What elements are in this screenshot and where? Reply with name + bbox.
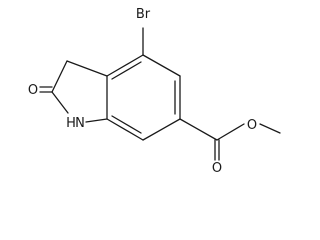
bond-c4-c5 [142,54,181,77]
bond-c6-ester-c [179,118,218,141]
molecule-structure: Br O H N O O [28,7,281,176]
ester-ether-oxygen-label: O [247,118,257,133]
bromine-label: Br [136,7,151,22]
ester-carbonyl-oxygen-label: O [212,161,222,176]
carbonyl-oxygen-label: O [28,83,38,98]
ring-nitrogen-label: N [75,116,85,131]
bond-c2-n1 [51,91,69,114]
lactam-carbonyl [39,86,53,93]
bond-c3-c2 [51,60,68,93]
bond-c6-c7 [142,118,181,141]
bond-c3a-c4 [106,54,144,77]
bond-n1-c7a [85,118,108,123]
lactam-ring [51,60,108,123]
bond-c3a-c3 [66,60,108,77]
bond-ester-c-o-single [216,123,245,141]
ring-hydrogen-label: H [66,116,76,131]
benzene-ring [106,54,181,141]
bond-c7-c7a [106,118,144,141]
bond-o-methyl [259,123,281,134]
bond-c7-c7a-inner [111,115,142,134]
bond-c3a-c4-inner [111,61,142,80]
ester-group [179,118,281,161]
